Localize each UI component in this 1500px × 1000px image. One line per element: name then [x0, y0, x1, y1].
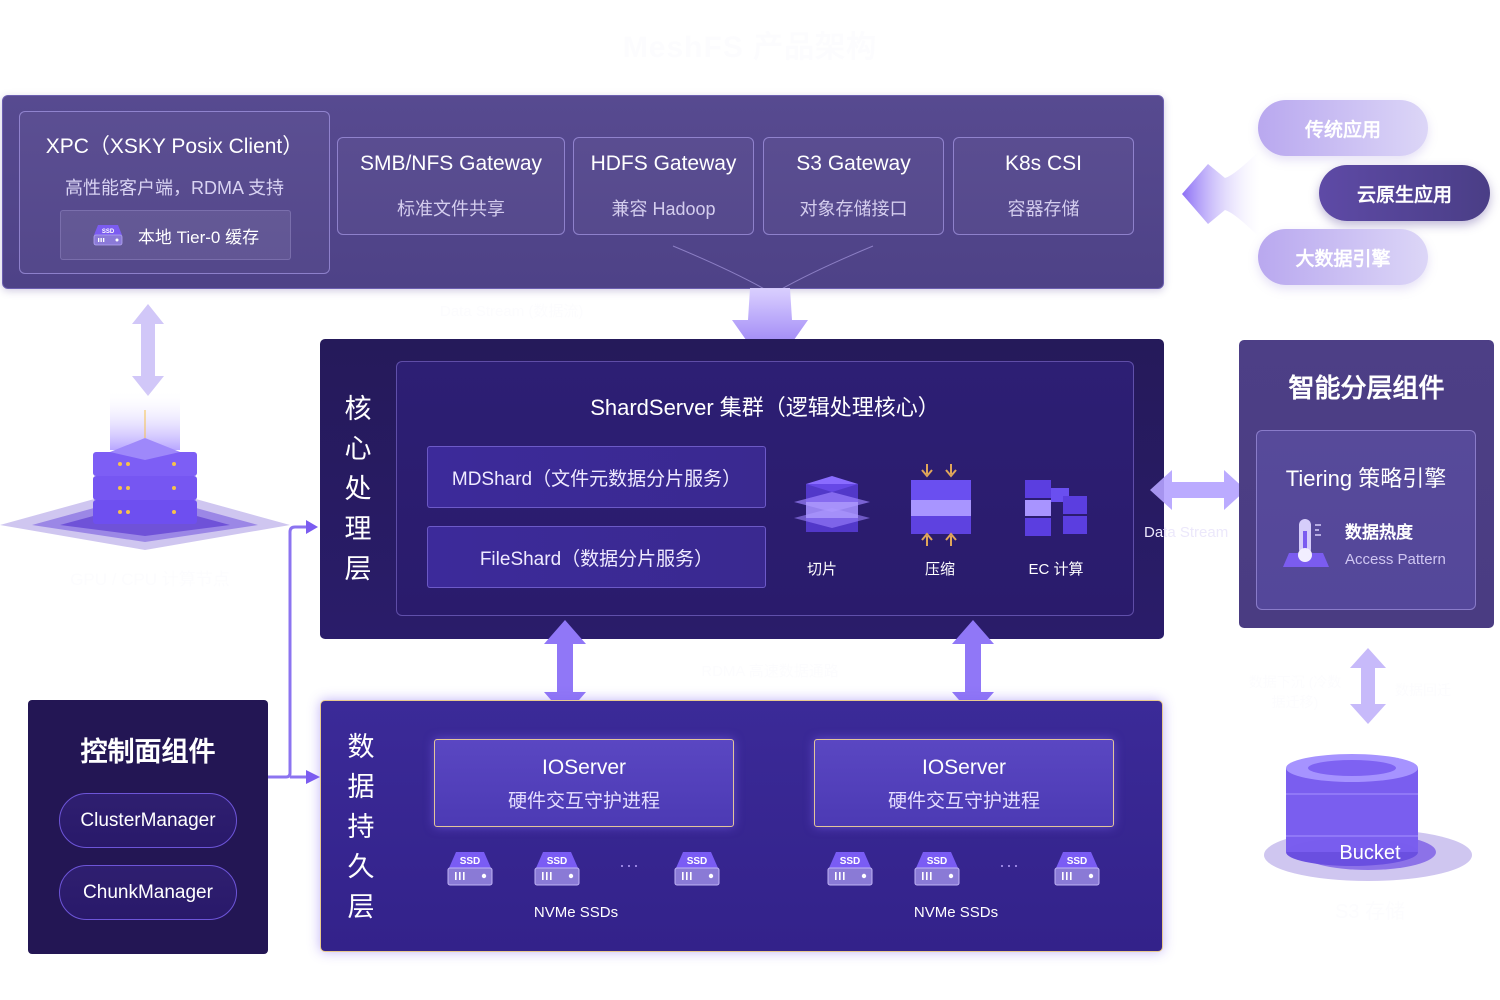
ec-compute-icon: [1025, 480, 1087, 536]
flow-label-access-core: Data Stream (数据流): [440, 303, 584, 320]
updown-arrow-icon: [952, 620, 994, 716]
bucket-label: Bucket: [1339, 842, 1401, 864]
control-plane-panel: 控制面组件 ClusterManager ChunkManager: [28, 700, 268, 954]
data-layer-label: 数 据 持 久 层: [347, 732, 375, 922]
flow-label-tiering-down: 数据下沉 (冷数据迁移): [1248, 674, 1342, 710]
ioserver-title: IOServer: [541, 756, 627, 779]
gateway-title: SMB/NFS Gateway: [359, 152, 543, 175]
data-persistence-layer: 数 据 持 久 层 IOServer 硬件交互守护进程 IOServer 硬件交…: [320, 700, 1163, 952]
gateway-title: S3 Gateway: [796, 152, 911, 175]
tiering-engine-box[interactable]: Tiering 策略引擎 数据热度 Access Pattern: [1256, 430, 1476, 610]
ioserver-box[interactable]: IOServer 硬件交互守护进程: [434, 739, 734, 827]
xpc-title: XPC（XSKY Posix Client）: [45, 135, 304, 158]
compress-icon: [911, 464, 971, 546]
app-pill-bigdata[interactable]: 大数据引擎: [1258, 229, 1428, 285]
ssd-ellipsis: ···: [619, 855, 640, 875]
ssd-icon: SSD: [827, 852, 873, 886]
ioserver-box[interactable]: IOServer 硬件交互守护进程: [814, 739, 1114, 827]
svg-text:SSD: SSD: [547, 856, 568, 867]
control-plane-title: 控制面组件: [80, 737, 216, 767]
gateway-s3[interactable]: S3 Gateway 对象存储接口: [763, 137, 944, 235]
gateway-k8s-csi[interactable]: K8s CSI 容器存储: [953, 137, 1134, 235]
gateway-subtitle: 容器存储: [1007, 199, 1080, 219]
tiering-engine-title: Tiering 策略引擎: [1285, 466, 1447, 491]
tiering-panel: 智能分层组件 Tiering 策略引擎 数据热度 Access Pattern: [1239, 340, 1494, 628]
gateway-title: HDFS Gateway: [590, 152, 737, 175]
ioserver-subtitle: 硬件交互守护进程: [887, 791, 1040, 812]
ssd-icon: SSD: [674, 852, 720, 886]
xpc-client-box[interactable]: XPC（XSKY Posix Client） 高性能客户端，RDMA 支持 SS…: [19, 111, 330, 274]
slice-icon: [794, 476, 870, 532]
access-pattern-label: Access Pattern: [1345, 551, 1446, 568]
tier0-cache-label: 本地 Tier-0 缓存: [137, 227, 260, 247]
page-title: MeshFS 产品架构: [622, 31, 878, 64]
data-heat-title: 数据热度: [1345, 523, 1413, 542]
nvme-ssds-label: NVMe SSDs: [913, 904, 999, 921]
fileshard-box[interactable]: FileShard（数据分片服务）: [427, 526, 766, 588]
ioserver-subtitle: 硬件交互守护进程: [507, 791, 660, 812]
svg-text:SSD: SSD: [1067, 856, 1088, 867]
mdshard-box[interactable]: MDShard（文件元数据分片服务）: [427, 446, 766, 508]
tier0-cache-badge: SSD 本地 Tier-0 缓存: [60, 210, 291, 260]
converge-lines: [672, 245, 874, 291]
access-layer-panel: XPC（XSKY Posix Client） 高性能客户端，RDMA 支持 SS…: [2, 95, 1164, 291]
flow-label-tiering-up: 数据回迁: [1395, 682, 1451, 698]
app-pill-cloud-native[interactable]: 云原生应用: [1319, 165, 1490, 221]
bucket-caption: S3 存储: [1334, 901, 1406, 923]
bucket-illustration: [1264, 754, 1472, 881]
svg-text:SSD: SSD: [687, 856, 708, 867]
function-label-slice: 切片: [806, 561, 837, 578]
gateway-subtitle: 标准文件共享: [397, 199, 505, 219]
svg-text:SSD: SSD: [927, 856, 948, 867]
ssd-icon: SSD: [93, 225, 123, 246]
function-label-ec: EC 计算: [1028, 561, 1084, 578]
app-pill-traditional[interactable]: 传统应用: [1258, 100, 1428, 156]
svg-text:SSD: SSD: [840, 856, 861, 867]
flow-label-core-data: RDMA 高速数据通路: [701, 663, 839, 680]
cluster-manager-pill[interactable]: ClusterManager: [59, 793, 237, 848]
ssd-icon: SSD: [447, 852, 493, 886]
gateway-hdfs[interactable]: HDFS Gateway 兼容 Hadoop: [573, 137, 754, 235]
ssd-icon: SSD: [534, 852, 580, 886]
core-processing-layer: 核 心 处 理 层 ShardServer 集群（逻辑处理核心） MDShard…: [320, 339, 1164, 639]
flow-label-core-tiering: Data Stream: [1144, 524, 1229, 541]
compute-node-illustration: [0, 390, 290, 550]
down-arrow-icon: [732, 288, 808, 374]
compute-node-label: GPU / CPU 计算节点: [70, 570, 230, 589]
gateway-subtitle: 兼容 Hadoop: [611, 199, 716, 219]
updown-arrow-icon: [132, 304, 164, 396]
nvme-ssds-label: NVMe SSDs: [533, 904, 619, 921]
xpc-subtitle: 高性能客户端，RDMA 支持: [64, 178, 284, 198]
gateway-title: K8s CSI: [1004, 152, 1083, 175]
control-connector-arrows: [268, 520, 320, 784]
left-arrow-icon: [1182, 150, 1260, 238]
tiering-title: 智能分层组件: [1288, 373, 1445, 403]
leftright-arrow-icon: [1150, 470, 1246, 510]
updown-arrow-icon: [544, 620, 586, 716]
svg-text:SSD: SSD: [102, 229, 115, 235]
function-label-compress: 压缩: [924, 561, 955, 578]
ioserver-title: IOServer: [921, 756, 1007, 779]
ssd-icon: SSD: [1054, 852, 1100, 886]
svg-text:SSD: SSD: [460, 856, 481, 867]
gateway-smb-nfs[interactable]: SMB/NFS Gateway 标准文件共享: [337, 137, 565, 235]
shardserver-cluster: ShardServer 集群（逻辑处理核心） MDShard（文件元数据分片服务…: [396, 361, 1134, 616]
shardserver-title: ShardServer 集群（逻辑处理核心）: [590, 395, 940, 420]
ssd-icon: SSD: [914, 852, 960, 886]
chunk-manager-pill[interactable]: ChunkManager: [59, 865, 237, 920]
gateway-subtitle: 对象存储接口: [799, 199, 908, 219]
core-layer-label: 核 心 处 理 层: [344, 394, 372, 584]
updown-arrow-icon: [1350, 648, 1386, 724]
thermometer-icon: [1283, 519, 1329, 567]
ssd-ellipsis: ···: [999, 855, 1020, 875]
